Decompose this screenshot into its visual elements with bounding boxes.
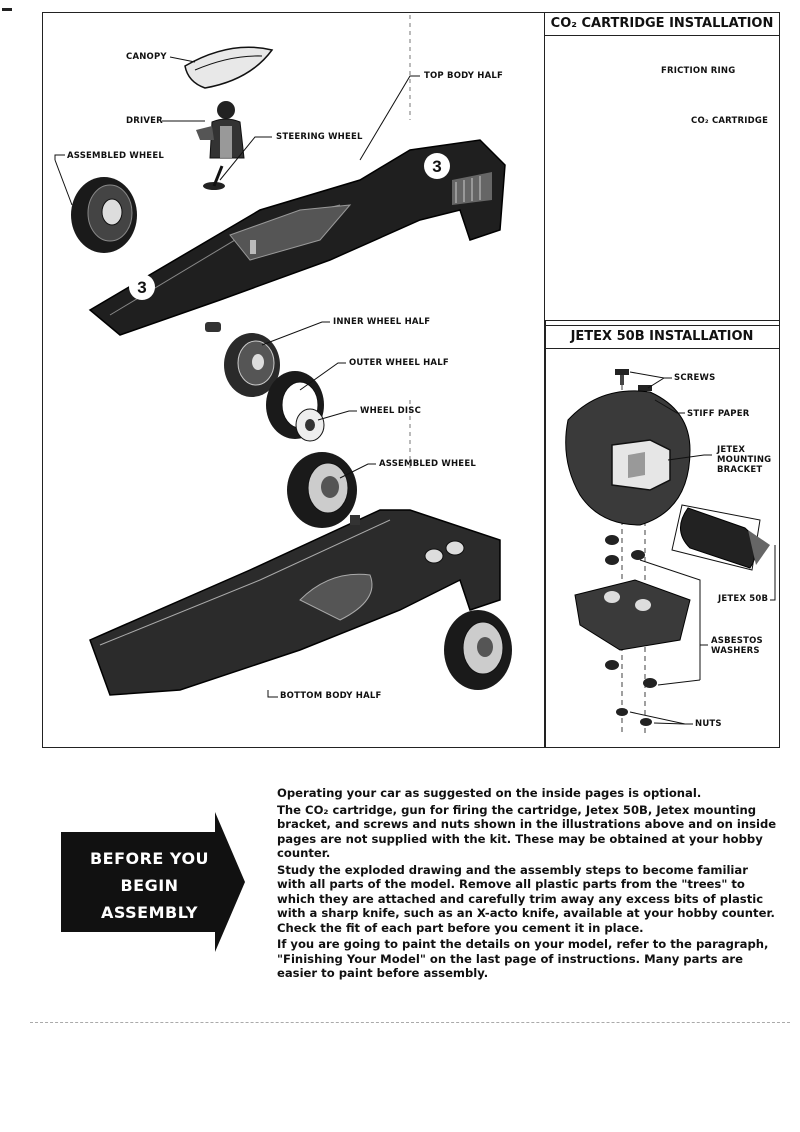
mounting-bracket-part [611, 439, 671, 491]
label-mounting-bracket: JETEX MOUNTING BRACKET [717, 445, 772, 475]
inner-wheel-half-part [224, 333, 280, 397]
car-number-front: 3 [137, 278, 146, 297]
before-you-begin-label: BEFORE YOU BEGIN ASSEMBLY [89, 849, 210, 922]
assembled-wheel-mid-part [287, 452, 357, 528]
nuts-part [616, 708, 652, 726]
label-bottom-body-half: BOTTOM BODY HALF [280, 691, 382, 701]
label-driver: DRIVER [126, 116, 163, 126]
jetex-panel-art [565, 369, 770, 735]
jetex-panel: JETEX 50B INSTALLATION [544, 321, 780, 748]
instructions-p2: The CO₂ cartridge, gun for firing the ca… [277, 802, 777, 861]
co2-panel-title: CO₂ CARTRIDGE INSTALLATION [545, 13, 779, 36]
label-co2-cartridge: CO₂ CARTRIDGE [691, 116, 769, 126]
canopy-part [184, 46, 274, 89]
instructions-p4: If you are going to paint the details on… [277, 937, 769, 980]
jetex-50b-part [671, 504, 770, 571]
label-nuts: NUTS [695, 719, 722, 729]
car-number-rear: 3 [432, 157, 441, 176]
label-asbestos-washers: ASBESTOS WASHERS [711, 636, 763, 656]
wheel-disc-part [295, 408, 325, 442]
page-mark [2, 8, 12, 11]
label-steering-wheel: STEERING WHEEL [276, 132, 363, 142]
label-friction-ring: FRICTION RING [661, 66, 736, 76]
label-stiff-paper: STIFF PAPER [687, 409, 750, 419]
co2-panel: CO₂ CARTRIDGE INSTALLATION [544, 12, 780, 321]
jetex-mount-plate-part [574, 579, 691, 651]
before-you-begin-arrow [61, 812, 245, 952]
label-screws: SCREWS [674, 373, 716, 383]
jetex-panel-title: JETEX 50B INSTALLATION [545, 325, 779, 349]
label-assembled-wheel-mid: ASSEMBLED WHEEL [379, 459, 476, 469]
exploded-drawing: 3 3 [54, 15, 776, 735]
instructions-p1: Operating your car as suggested on the i… [277, 786, 702, 800]
steering-wheel-part [203, 165, 225, 190]
cut-line [30, 1022, 790, 1023]
washer-part [605, 535, 657, 688]
label-wheel-disc: WHEEL DISC [360, 406, 422, 416]
instructions-text: Operating your car as suggested on the i… [277, 786, 777, 983]
label-outer-wheel-half: OUTER WHEEL HALF [349, 358, 449, 368]
top-body-half-part: 3 3 [88, 139, 506, 336]
assembled-wheel-top-part [71, 177, 137, 253]
driver-part [196, 101, 245, 159]
label-canopy: CANOPY [126, 52, 167, 62]
label-jetex-50b: JETEX 50B [718, 594, 769, 604]
instructions-p3: Study the exploded drawing and the assem… [277, 862, 775, 935]
bottom-body-half-part [89, 509, 501, 696]
label-assembled-wheel-top: ASSEMBLED WHEEL [67, 151, 164, 161]
wheel-bottom-part [444, 610, 512, 690]
label-top-body-half: TOP BODY HALF [424, 71, 503, 81]
label-inner-wheel-half: INNER WHEEL HALF [333, 317, 431, 327]
